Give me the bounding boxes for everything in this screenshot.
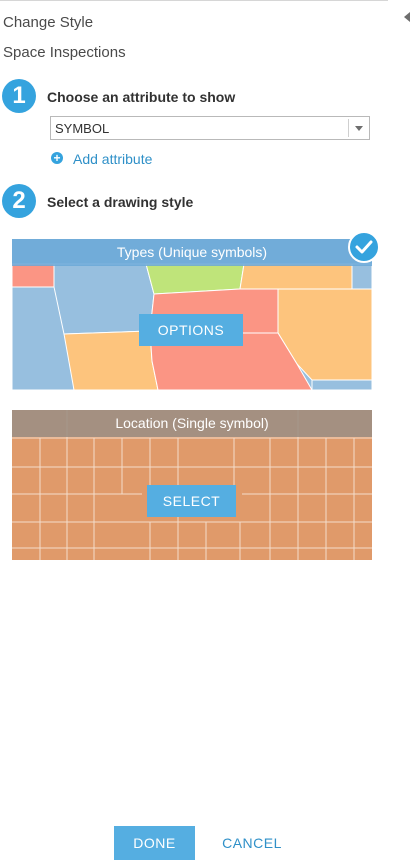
layer-name: Space Inspections — [3, 44, 126, 61]
top-divider — [0, 0, 388, 1]
step-2-label: Select a drawing style — [47, 194, 194, 210]
plus-circle-icon[interactable]: + — [51, 152, 63, 164]
cancel-button[interactable]: CANCEL — [222, 835, 282, 851]
selected-check-icon — [348, 231, 380, 263]
add-attribute-label[interactable]: Add attribute — [73, 151, 153, 167]
panel-title: Change Style — [3, 14, 94, 31]
select-divider — [348, 119, 349, 137]
step-2-badge: 2 — [2, 184, 36, 218]
step-1-label: Choose an attribute to show — [47, 89, 236, 105]
options-button[interactable]: OPTIONS — [139, 314, 243, 346]
chevron-down-icon[interactable] — [355, 126, 363, 131]
style-card-single-symbol[interactable]: Location (Single symbol) SELECT — [12, 410, 372, 560]
collapse-panel-icon[interactable] — [404, 12, 410, 22]
attribute-select-value: SYMBOL — [55, 121, 110, 136]
style-card-unique-symbols[interactable]: Types (Unique symbols) OPTIONS — [12, 239, 372, 390]
style-card-title: Location (Single symbol) — [12, 410, 372, 437]
select-button[interactable]: SELECT — [147, 485, 236, 517]
attribute-select[interactable]: SYMBOL — [50, 116, 370, 140]
style-card-title: Types (Unique symbols) — [12, 239, 372, 266]
step-1-badge: 1 — [2, 79, 36, 113]
done-button[interactable]: DONE — [114, 826, 195, 860]
